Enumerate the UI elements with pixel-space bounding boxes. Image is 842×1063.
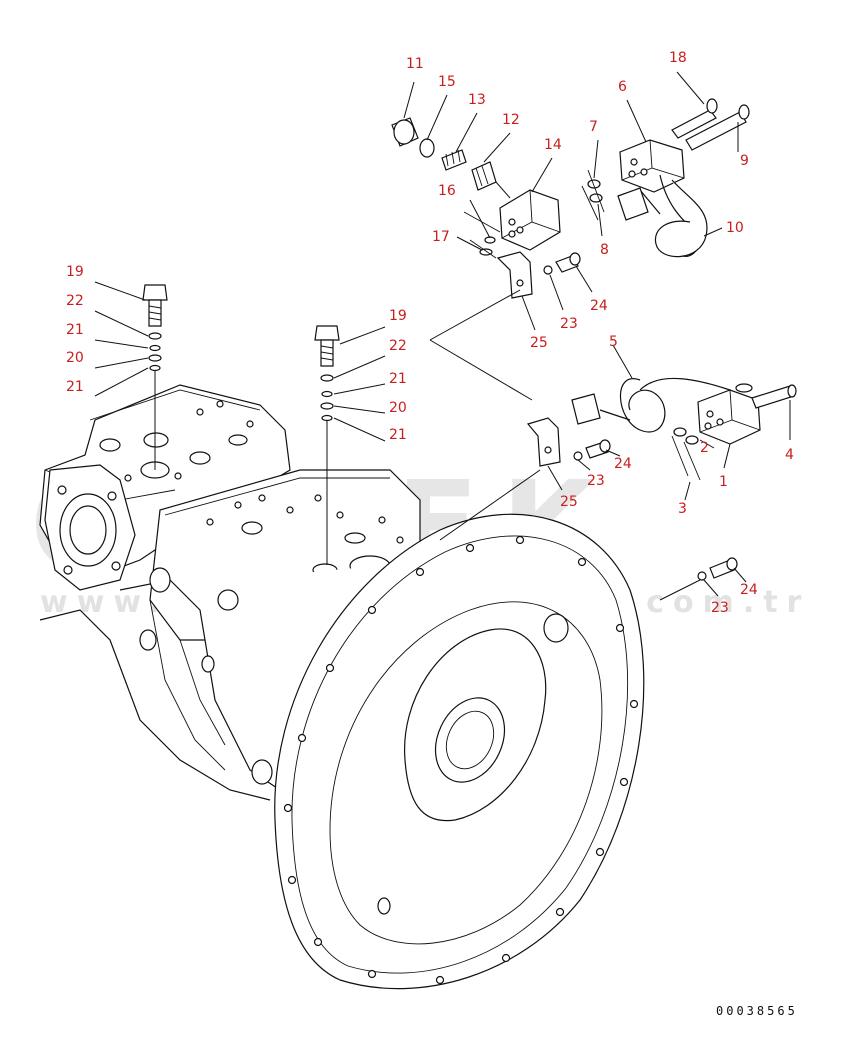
callout-labels: 19 22 21 20 21 19 22 21 20 21 11 15 13 1… <box>66 50 794 616</box>
callout-23-lower: 23 <box>587 473 605 489</box>
flywheel-housing <box>274 513 645 990</box>
callout-8: 8 <box>600 242 609 258</box>
callout-21-center-a: 21 <box>389 371 407 387</box>
lower-right-solenoid <box>439 377 797 601</box>
callout-10: 10 <box>726 220 744 236</box>
callout-2: 2 <box>700 440 709 456</box>
callout-11: 11 <box>406 56 424 72</box>
callout-24-bottom: 24 <box>740 582 758 598</box>
callout-14: 14 <box>544 137 562 153</box>
callout-7: 7 <box>589 119 598 135</box>
callout-22-center: 22 <box>389 338 407 354</box>
callout-21-center-b: 21 <box>389 427 407 443</box>
callout-12: 12 <box>502 112 520 128</box>
callout-15: 15 <box>438 74 456 90</box>
callout-20-center: 20 <box>389 400 407 416</box>
callout-25-lower: 25 <box>560 494 578 510</box>
callout-13: 13 <box>468 92 486 108</box>
callout-5: 5 <box>609 334 618 350</box>
upper-solenoid-assembly <box>391 117 581 401</box>
center-plug-stack <box>314 325 340 565</box>
callout-22-left: 22 <box>66 293 84 309</box>
callout-19-left: 19 <box>66 264 84 280</box>
callout-6: 6 <box>618 79 627 95</box>
reference-code: 00038565 <box>716 1004 798 1018</box>
callout-20-left: 20 <box>66 350 84 366</box>
callout-24-lower: 24 <box>614 456 632 472</box>
upper-right-solenoid <box>581 98 750 258</box>
left-plug-stack <box>142 284 168 470</box>
callout-21-left-a: 21 <box>66 322 84 338</box>
callout-24-top: 24 <box>590 298 608 314</box>
callout-3: 3 <box>678 501 687 517</box>
callout-23-bottom: 23 <box>711 600 729 616</box>
callout-21-left-b: 21 <box>66 379 84 395</box>
leader-lines <box>94 71 791 597</box>
callout-16: 16 <box>438 183 456 199</box>
callout-1: 1 <box>719 474 728 490</box>
callout-23-top: 23 <box>560 316 578 332</box>
callout-4: 4 <box>785 447 794 463</box>
callout-9: 9 <box>740 153 749 169</box>
callout-18: 18 <box>669 50 687 66</box>
callout-25-top: 25 <box>530 335 548 351</box>
callout-19-center: 19 <box>389 308 407 324</box>
callout-17: 17 <box>432 229 450 245</box>
